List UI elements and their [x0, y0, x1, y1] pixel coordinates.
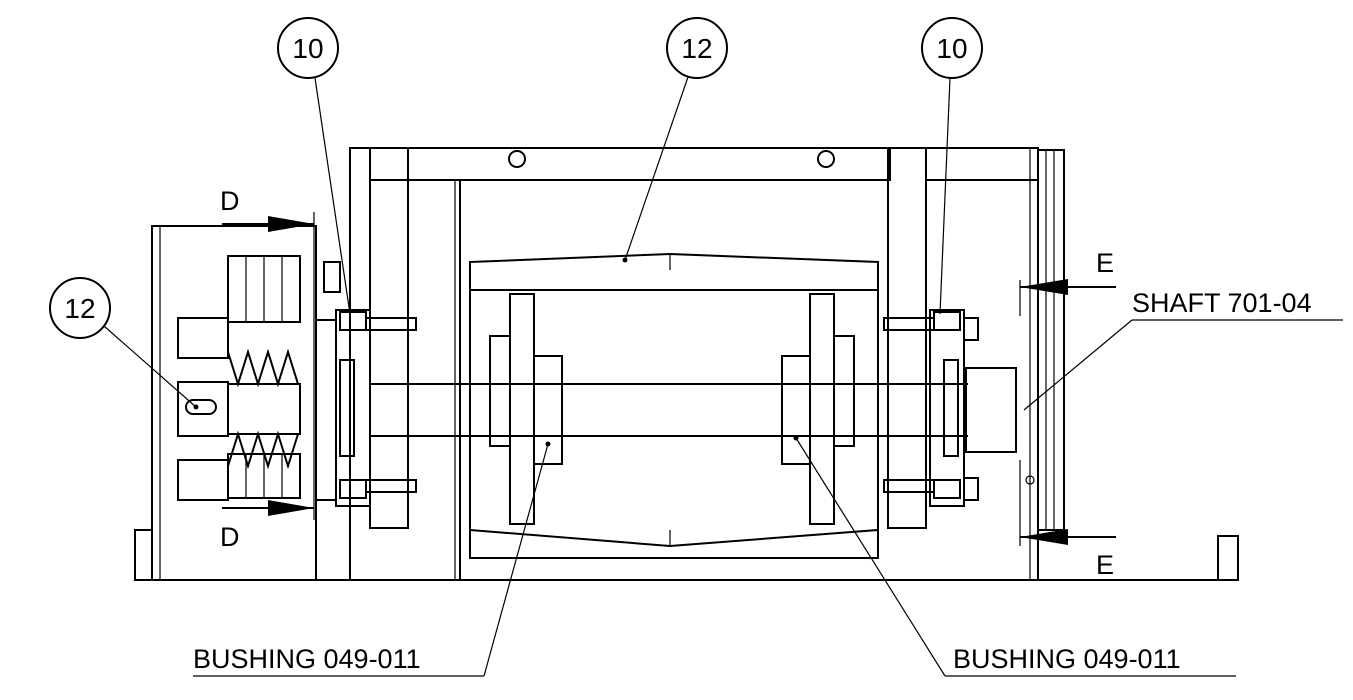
section-d-bottom-letter: D	[220, 522, 240, 552]
section-d-top-letter: D	[220, 186, 240, 216]
balloon-10-right: 10	[921, 17, 983, 315]
bushing-right-callout: BUSHING 049-011	[795, 437, 1236, 677]
balloon-10-left-text: 10	[292, 33, 323, 64]
balloon-12-center: 12	[622, 17, 728, 263]
shaft-callout-label: SHAFT 701-04	[1132, 288, 1312, 318]
right-bearing	[883, 309, 979, 507]
balloon-10-right-text: 10	[936, 33, 967, 64]
section-e-bottom-letter: E	[1096, 550, 1114, 580]
section-e-top-letter: E	[1096, 248, 1114, 278]
balloon-12-center-text: 12	[681, 33, 712, 64]
shaft	[370, 367, 1017, 453]
balloon-12-left: 12	[49, 277, 197, 408]
balloon-10-left: 10	[277, 17, 351, 315]
shaft-callout: SHAFT 701-04	[1023, 288, 1343, 411]
bushing-left-label: BUSHING 049-011	[193, 644, 421, 674]
bushing-left-callout: BUSHING 049-011	[193, 443, 549, 677]
drum-roller	[469, 252, 879, 559]
right-side-plate	[1025, 149, 1239, 581]
pulley-assembly	[134, 225, 317, 581]
section-d: D D	[220, 186, 315, 552]
housing	[135, 147, 1238, 581]
balloon-12-left-text: 12	[64, 293, 95, 324]
bushing-right-label: BUSHING 049-011	[953, 644, 1181, 674]
section-e: E E	[1019, 248, 1116, 580]
